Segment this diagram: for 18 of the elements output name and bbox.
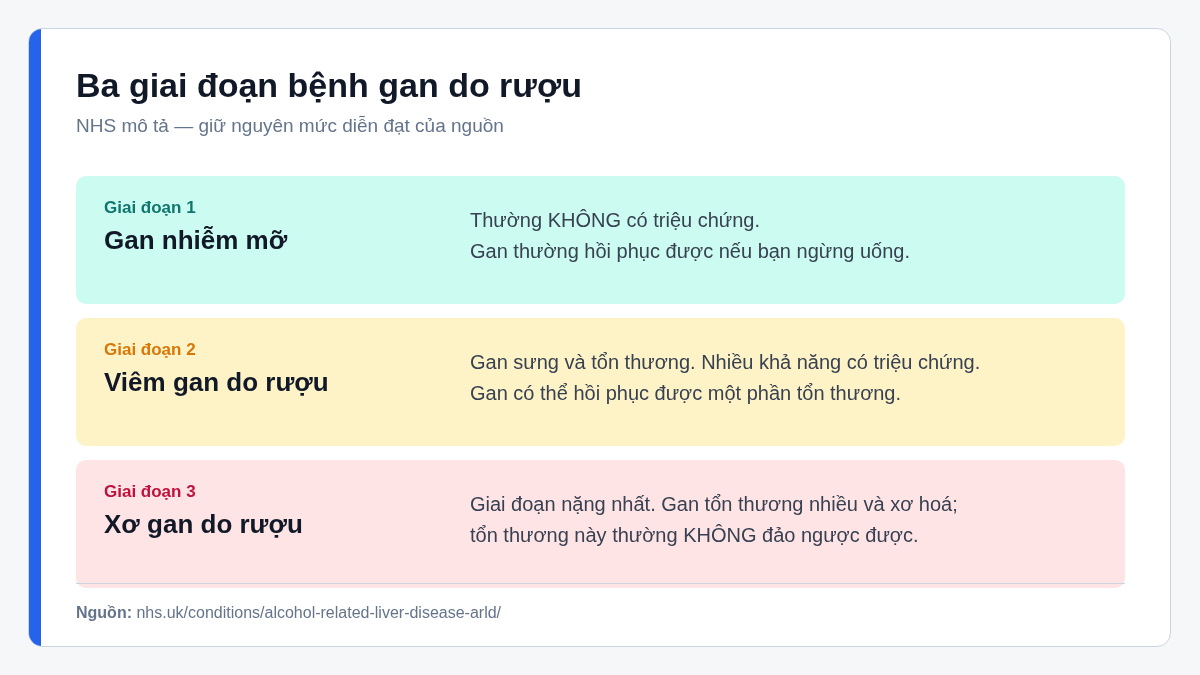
stage-name: Xơ gan do rượu [104, 508, 303, 540]
subtitle: NHS mô tả — giữ nguyên mức diễn đạt của nguồn [76, 114, 504, 138]
stage-name: Gan nhiễm mỡ [104, 224, 288, 256]
stage-card [76, 460, 1125, 588]
stage-description: Gan có thể hồi phục được một phần tổn thương. [470, 381, 902, 406]
stage-number: Giai đoạn 2 [104, 339, 196, 361]
stage-number: Giai đoạn 1 [104, 197, 196, 219]
title: Ba giai đoạn bệnh gan do rượu [76, 65, 582, 105]
stage-description: Gan sưng và tổn thương. Nhiều khả năng có triệu chứng. [470, 350, 981, 375]
stage-card [76, 176, 1125, 304]
stage-number: Giai đoạn 3 [104, 481, 196, 503]
stage-name: Viêm gan do rượu [104, 366, 329, 398]
stage-card [76, 318, 1125, 446]
stage-description: Giai đoạn nặng nhất. Gan tổn thương nhiều và xơ hoá; [470, 492, 958, 517]
stage-description: tổn thương này thường KHÔNG đảo ngược được. [470, 523, 919, 548]
source-note: Nguồn: nhs.uk/conditions/alcohol-related-liver-disease-arld/ [76, 603, 502, 623]
stage-description: Gan thường hồi phục được nếu bạn ngừng uống. [470, 239, 911, 264]
stage-description: Thường KHÔNG có triệu chứng. [470, 208, 760, 233]
